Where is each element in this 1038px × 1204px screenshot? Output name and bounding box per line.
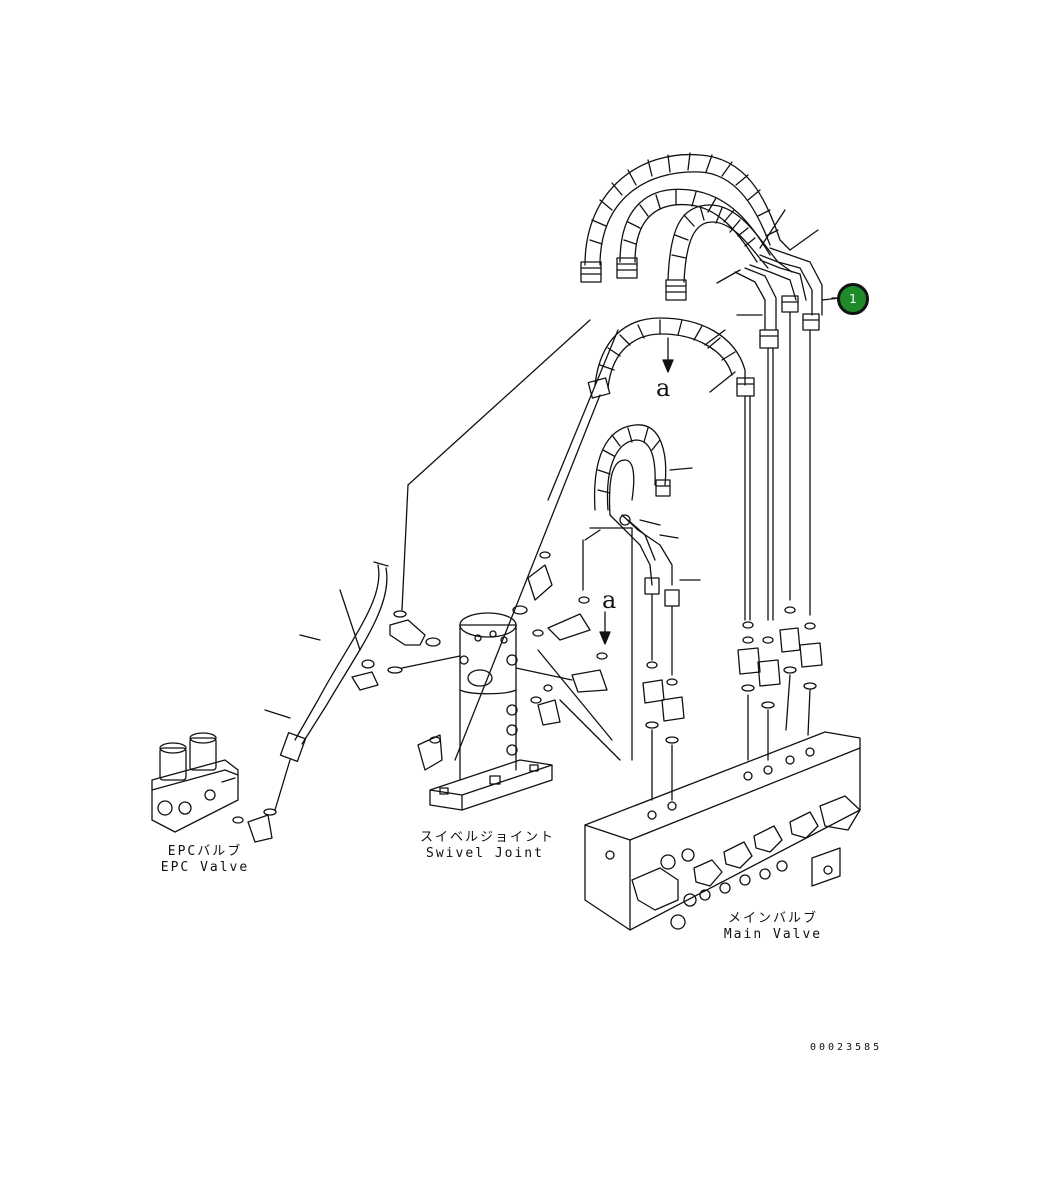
swivel-joint-label-en: Swivel Joint [426, 846, 544, 861]
epc-valve-drawing [151, 732, 277, 843]
epc-valve-label-en: EPC Valve [160, 860, 250, 875]
main-valve-label-en: Main Valve [723, 927, 823, 942]
upper-hose-bundle [580, 152, 841, 349]
view-marker-a-upper: a [656, 374, 671, 402]
view-marker-a-lower: a [602, 586, 617, 614]
epc-hose [264, 561, 389, 811]
swivel-joint-drawing [429, 612, 553, 811]
part-callout-1[interactable]: 1 [837, 283, 869, 315]
leader-lines [401, 319, 633, 761]
swivel-joint-label-jp: スイベルジョイント [420, 830, 556, 845]
main-valve-label-jp: メインバルブ [727, 911, 818, 926]
epc-valve-label: EPCバルブ EPC Valve [150, 844, 260, 876]
main-valve-drawing [584, 731, 861, 931]
drawing-number: 00023585 [810, 1042, 883, 1053]
epc-valve-label-jp: EPCバルブ [167, 844, 243, 859]
swivel-fittings [351, 551, 611, 771]
main-valve-label: メインバルブ Main Valve [718, 911, 828, 943]
lower-hose-loop [584, 424, 701, 676]
part-callout-number: 1 [849, 292, 857, 306]
swivel-joint-label: スイベルジョイント Swivel Joint [420, 830, 556, 862]
main-valve-fittings [642, 311, 823, 801]
middle-hose [587, 317, 755, 621]
